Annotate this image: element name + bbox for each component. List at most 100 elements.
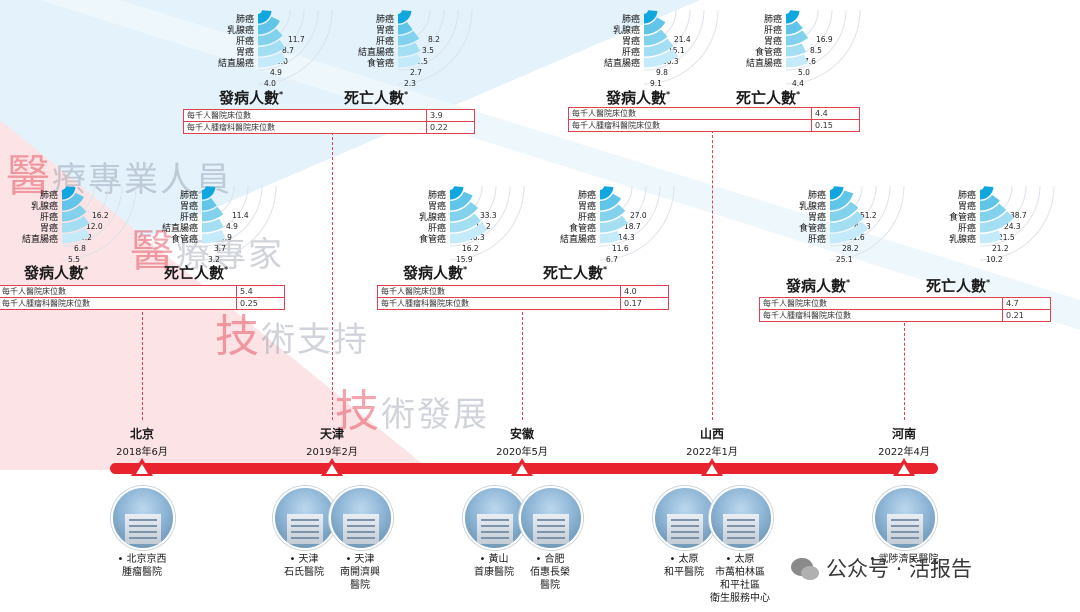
radial-bar [450,222,488,244]
category-label: 肝癌 [180,211,198,223]
hospital-name-line: • 天津 [289,554,319,565]
hospital-name: • 武陟濟民醫院 [864,553,944,566]
radial-bar [980,211,1014,233]
value-label: 5.5 [68,255,80,264]
hospital-building-icon [477,514,513,544]
bg-arc [257,9,319,71]
wechat-bubble-small [801,566,819,580]
hospital-name: • 太原和平醫院 [644,553,724,579]
radial-bar [786,10,800,24]
watermark-first-char: 醫 [130,226,176,277]
timeline-date: 2019年2月 [306,447,358,458]
radial-bar [258,28,283,46]
category-label: 肺癌 [808,189,826,201]
bed-ratio-label: 每千人腫瘤科醫院床位數 [763,311,851,320]
chart-title-label: 發病人數* [606,87,670,108]
value-label: 7.6 [804,57,816,66]
value-label: 6.8 [74,244,86,253]
hospital-name-line: 和平社區 [720,580,760,591]
timeline-city: 北京 [129,427,154,441]
category-label: 乳腺癌 [227,24,254,36]
category-label: 肺癌 [764,13,782,25]
chart-title-text: 死亡人數 [543,264,604,282]
watermark-rest-text: 術支持 [261,320,369,360]
chart-title-mark: * [463,265,468,274]
bg-arc [979,185,1041,247]
radial-bar [62,192,84,211]
radial-bar [450,213,481,233]
category-label: 肝癌 [622,46,640,58]
watermark-line-2: 技術支持 [215,300,369,364]
hospital-name-line: 醫院 [540,580,560,591]
hospital-name: • 北京京西腫瘤醫院 [102,553,182,579]
category-label: 肺癌 [376,13,394,25]
radial-bar [202,218,224,233]
category-label: 胃癌 [622,35,640,47]
timeline-city: 河南 [891,427,916,441]
value-label: 3.2 [208,255,220,264]
chart-title-mark: * [603,265,608,274]
category-label: 肝癌 [236,35,254,47]
value-label: 4.9 [226,222,238,231]
timeline-marker-icon [893,458,915,476]
chart-title-label: 發病人數* [403,262,467,283]
radial-bar [644,17,666,35]
chart-title-text: 發病人數 [219,89,280,107]
hospital-name-line: • 黃山 [479,554,509,565]
bed-ratio-label: 每千人醫院床位數 [572,109,636,118]
radial-bar [450,186,464,200]
category-label: 結直腸癌 [746,57,782,69]
value-label: 21.4 [674,35,691,44]
chart-title-mark: * [84,265,89,274]
category-label: 胃癌 [40,222,58,234]
bed-ratio-label: 每千人腫瘤科醫院床位數 [2,299,90,308]
category-label: 肝癌 [578,211,596,223]
radial-bar [786,20,803,35]
category-label: 食管癌 [171,233,198,245]
value-label: 15.1 [668,46,685,55]
category-label: 胃癌 [376,24,394,36]
value-label: 14.3 [618,233,635,242]
category-label: 胃癌 [808,211,826,223]
value-label: 21.2 [992,244,1009,253]
value-label: 16.9 [816,35,833,44]
hospital-name: • 太原市萬柏林區和平社區衛生服務中心 [700,553,780,605]
value-label: 28.2 [842,244,859,253]
category-label: 胃癌 [578,200,596,212]
radial-bar [980,186,994,200]
value-label: 9.8 [656,68,668,77]
category-label: 食管癌 [799,222,826,234]
radial-bar [600,204,626,222]
hospital-name-line: 南開濟興 [340,567,380,578]
radial-bar [202,229,226,244]
value-label: 8.5 [810,46,822,55]
radial-bar [258,39,286,57]
timeline-date: 2022年4月 [878,447,930,458]
bed-ratio-value: 5.4 [236,286,284,297]
category-label: 肝癌 [428,222,446,234]
hospital-name: • 黃山首康醫院 [454,553,534,579]
bed-ratio-label: 每千人醫院床位數 [381,287,445,296]
chart-title-text: 死亡人數 [164,264,225,282]
hospital-name-line: 衛生服務中心 [710,593,770,604]
hospital-name-line: 和平醫院 [664,567,704,578]
radial-bar [644,29,668,46]
hospital-name: • 天津石氏醫院 [264,553,344,579]
radial-bar [450,201,479,222]
value-label: 15.9 [456,255,473,264]
watermark-rest-text: 療專業人員 [52,160,232,200]
hospital-building-icon [533,514,569,544]
bg-arc [643,9,705,71]
category-label: 肺癌 [180,189,198,201]
bg-arc [61,185,137,261]
value-label: 33.3 [480,211,497,220]
category-label: 結直腸癌 [358,46,394,58]
radial-bar [830,190,854,211]
value-label: 11.6 [612,244,629,253]
